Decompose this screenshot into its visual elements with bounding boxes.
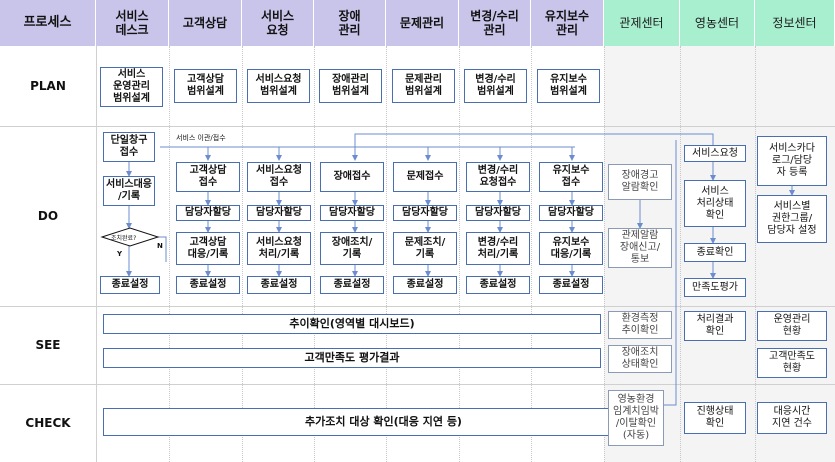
col-divider-5 [459, 46, 460, 462]
plan-consult-box: 고객상담 범위설계 [174, 69, 237, 103]
header-service-desk: 서비스 데스크 [96, 0, 169, 46]
check-followup-bar: 추가조치 대상 확인(대응 지연 등) [103, 408, 664, 436]
do-change-receive: 변경/수리 요청접수 [466, 162, 530, 192]
do-desk-end: 종료설정 [100, 276, 160, 294]
col-divider-2 [242, 46, 243, 462]
see-trend-bar: 추이확인(영역별 대시보드) [103, 314, 601, 334]
plan-request-box: 서비스요청 범위설계 [247, 69, 310, 103]
header-control-center: 관제센터 [604, 0, 680, 46]
header-info-center: 정보센터 [755, 0, 835, 46]
header-customer-consult: 고객상담 [169, 0, 242, 46]
col-divider-8 [680, 46, 681, 462]
do-change-assign: 담당자할당 [466, 205, 530, 221]
do-incident-handle: 장애조치/ 기록 [320, 232, 384, 265]
do-problem-assign: 담당자할당 [393, 205, 457, 221]
do-desk-single-window: 단일창구 접수 [103, 132, 155, 162]
do-request-handle: 서비스요청 처리/기록 [247, 232, 311, 265]
see-info-ops: 운영관리 현황 [757, 311, 827, 341]
check-control: 영농환경 임계치임박 /이탈확인 (자동) [608, 390, 664, 446]
do-desk-decision: 조치완료? [111, 235, 137, 242]
row-divider-do [0, 306, 835, 307]
do-ops-status: 서비스 처리상태 확인 [684, 180, 746, 227]
do-desk-no: N [157, 242, 163, 250]
do-problem-receive: 문제접수 [393, 162, 457, 192]
do-desk-handle: 서비스대응 /기록 [103, 176, 155, 206]
see-control-env: 환경측정 추이확인 [608, 311, 672, 339]
col-divider-4 [386, 46, 387, 462]
phase-see: SEE [35, 338, 61, 352]
do-request-assign: 담당자할당 [247, 205, 311, 221]
do-change-handle: 변경/수리 처리/기록 [466, 232, 530, 265]
plan-incident-box: 장애관리 범위설계 [319, 69, 382, 103]
do-incident-end: 종료설정 [320, 276, 384, 294]
see-control-action: 장애조치 상태확인 [608, 345, 672, 373]
plan-desk-box: 서비스 운영관리 범위설계 [100, 67, 163, 107]
check-info: 대응시간 지연 건수 [757, 402, 827, 434]
header-change-mgmt: 변경/수리 관리 [459, 0, 531, 46]
header-incident-mgmt: 장애 관리 [314, 0, 386, 46]
plan-problem-box: 문제관리 범위설계 [392, 69, 455, 103]
see-info-satisfaction: 고객만족도 현황 [757, 348, 827, 378]
phase-plan: PLAN [30, 79, 66, 93]
do-consult-end: 종료설정 [176, 276, 240, 294]
do-incident-assign: 담당자할당 [320, 205, 384, 221]
header-ops-center: 영농센터 [680, 0, 755, 46]
do-ops-request: 서비스요청 [684, 145, 746, 162]
do-desk-transfer-note: 서비스 이관/접수 [176, 134, 226, 142]
see-ops-result: 처리결과 확인 [684, 311, 746, 341]
col-divider-6 [531, 46, 532, 462]
do-control-alarm: 장애경고 알람확인 [608, 164, 672, 200]
do-desk-yes: Y [117, 250, 123, 258]
do-info-catalog: 서비스카다 로그/담당 자 등록 [757, 136, 827, 186]
do-change-end: 종료설정 [466, 276, 530, 294]
plan-change-box: 변경/수리 범위설계 [464, 69, 527, 103]
check-ops: 진행상태 확인 [684, 402, 746, 434]
do-request-receive: 서비스요청 접수 [247, 162, 311, 192]
header-maintenance-mgmt: 유지보수 관리 [531, 0, 604, 46]
do-ops-end: 종료확인 [684, 243, 746, 262]
col-divider-3 [314, 46, 315, 462]
see-satisfaction-bar: 고객만족도 평가결과 [103, 348, 601, 368]
plan-maint-box: 유지보수 범위설계 [537, 69, 600, 103]
row-divider-plan [0, 126, 835, 127]
do-incident-receive: 장애접수 [320, 162, 384, 192]
do-problem-handle: 문제조치/ 기록 [393, 232, 457, 265]
do-problem-end: 종료설정 [393, 276, 457, 294]
col-divider-0 [96, 46, 97, 462]
do-maint-receive: 유지보수 접수 [539, 162, 603, 192]
col-divider-1 [169, 46, 170, 462]
header-process: 프로세스 [0, 0, 96, 46]
header-problem-mgmt: 문제관리 [386, 0, 459, 46]
do-maint-end: 종료설정 [539, 276, 603, 294]
do-maint-assign: 담당자할당 [539, 205, 603, 221]
phase-do: DO [37, 209, 59, 223]
phase-check: CHECK [25, 416, 71, 430]
do-ops-satisfaction: 만족도평가 [684, 278, 746, 297]
do-control-report: 관제알람 장애신고/ 통보 [608, 228, 672, 268]
col-divider-9 [755, 46, 756, 462]
row-divider-see [0, 384, 835, 385]
col-divider-7 [604, 46, 605, 462]
do-request-end: 종료설정 [247, 276, 311, 294]
do-maint-handle: 유지보수 대응/기록 [539, 232, 603, 265]
do-consult-receive: 고객상담 접수 [176, 162, 240, 192]
do-consult-assign: 담당자할당 [176, 205, 240, 221]
header-service-request: 서비스 요청 [242, 0, 314, 46]
do-info-group: 서비스별 권한그룹/ 담당자 설정 [757, 195, 827, 243]
do-consult-handle: 고객상담 대응/기록 [176, 232, 240, 265]
